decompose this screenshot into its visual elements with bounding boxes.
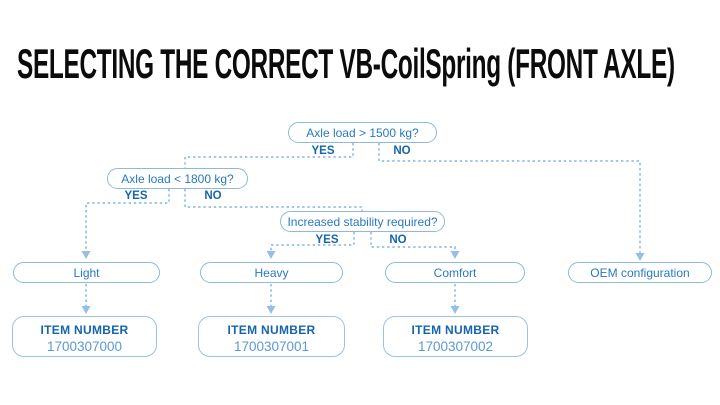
item-number-header: ITEM NUMBER <box>227 323 316 337</box>
option-comfort: Comfort <box>385 262 525 283</box>
connector-d1-yes-to-d2 <box>184 143 354 168</box>
option-light-label: Light <box>73 265 100 280</box>
decision-axle-load-1500: Axle load > 1500 kg? <box>288 122 437 143</box>
item-number-card-light: ITEM NUMBER 1700307000 <box>12 316 157 357</box>
arrowhead-to-item2 <box>266 306 276 314</box>
option-light: Light <box>13 262 160 283</box>
arrowhead-to-item1 <box>81 306 91 314</box>
connector-d3-no-to-comfort <box>370 232 456 252</box>
arrowhead-to-oem <box>635 253 645 261</box>
option-oem-configuration-label: OEM configuration <box>590 265 690 280</box>
decision-axle-load-1500-label: Axle load > 1500 kg? <box>306 125 419 140</box>
item-number-card-comfort: ITEM NUMBER 1700307002 <box>383 316 528 357</box>
connector-d3-yes-to-heavy <box>270 232 355 252</box>
item-number-value: 1700307000 <box>46 339 123 355</box>
branch-label-d3-yes: YES <box>315 234 339 246</box>
item-number-value: 1700307002 <box>417 339 494 355</box>
arrowhead-to-heavy <box>266 251 276 259</box>
branch-label-d1-no: NO <box>393 145 411 157</box>
branch-label-d1-yes: YES <box>311 145 335 157</box>
item-number-header: ITEM NUMBER <box>411 323 500 337</box>
option-comfort-label: Comfort <box>433 265 477 280</box>
item-number-card-heavy: ITEM NUMBER 1700307001 <box>198 316 345 357</box>
page-title: SELECTING THE CORRECT VB-CoilSpring (FRO… <box>17 40 675 87</box>
connector-d2-yes-to-light <box>85 189 170 252</box>
arrowhead-to-comfort <box>450 251 460 259</box>
branch-label-d2-yes: YES <box>124 190 148 202</box>
item-number-header: ITEM NUMBER <box>40 323 129 337</box>
decision-axle-load-1800-label: Axle load < 1800 kg? <box>121 171 234 186</box>
option-heavy: Heavy <box>200 262 343 283</box>
arrowhead-to-item3 <box>450 306 460 314</box>
branch-label-d3-no: NO <box>389 234 407 246</box>
branch-label-d2-no: NO <box>204 190 222 202</box>
item-number-value: 1700307001 <box>233 339 310 355</box>
decision-increased-stability: Increased stability required? <box>280 211 445 232</box>
decision-increased-stability-label: Increased stability required? <box>287 214 438 229</box>
option-heavy-label: Heavy <box>254 265 289 280</box>
arrowhead-to-light <box>81 251 91 259</box>
option-oem-configuration: OEM configuration <box>568 262 712 283</box>
decision-axle-load-1800: Axle load < 1800 kg? <box>107 168 248 189</box>
